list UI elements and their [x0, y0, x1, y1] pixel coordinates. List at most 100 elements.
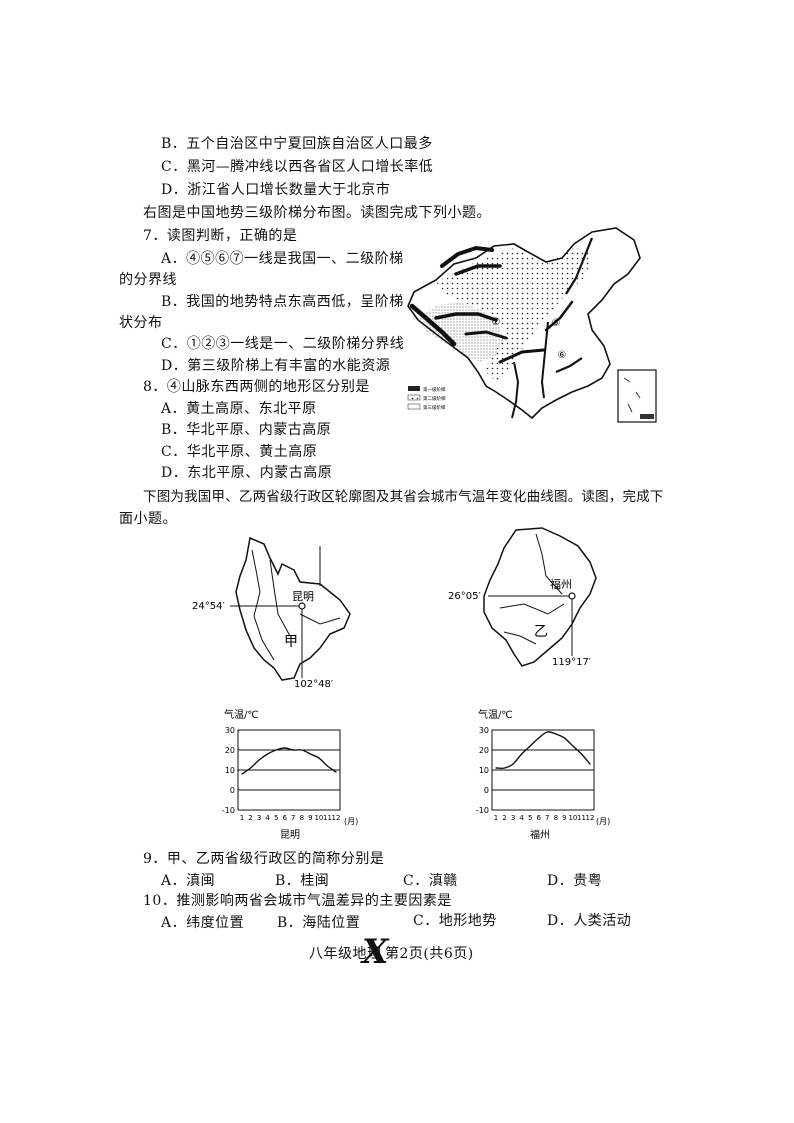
y-tick-label: 10: [225, 766, 235, 775]
y-tick-label: 10: [479, 766, 489, 775]
q7-option-d: D．第三级阶梯上有丰富的水能资源: [161, 358, 391, 374]
temperature-point: [512, 763, 514, 765]
footer-page-number: 第2页(共6页): [385, 946, 474, 962]
province-jia-map: 24°54′ 102°48′ 昆明 甲: [192, 536, 351, 690]
y-tick-label: 20: [479, 746, 489, 755]
q8-option-b: B．华北平原、内蒙古高原: [161, 422, 332, 438]
q10-option-c: C．地形地势: [413, 913, 497, 929]
jia-province-label: 甲: [284, 634, 298, 650]
q10-stem: 10．推测影响两省会城市气温差异的主要因素是: [143, 893, 452, 909]
temperature-point: [318, 757, 320, 759]
q6-option-b: B．五个自治区中宁夏回族自治区人口最多: [161, 136, 433, 152]
x-tick-label: 2: [502, 814, 506, 822]
temperature-point: [521, 753, 523, 755]
q10-option-b: B．海陆位置: [277, 915, 361, 931]
temperature-point: [301, 749, 303, 751]
provinces-intro-line1: 下图为我国甲、乙两省级行政区轮廓图及其省会城市气温年变化曲线图。读图，完成下: [143, 489, 664, 505]
temperature-point: [529, 745, 531, 747]
yi-outline: [483, 527, 597, 667]
jia-lat-label: 24°54′: [192, 601, 225, 612]
x-tick-label: 3: [511, 814, 515, 822]
kunming-ylabel: 气温/℃: [224, 708, 259, 721]
temperature-point: [495, 767, 497, 769]
temperature-point: [589, 763, 591, 765]
x-tick-label: 8: [554, 814, 558, 822]
q8-option-d: D．东北平原、内蒙古高原: [161, 465, 333, 481]
q8-option-c: C．华北平原、黄土高原: [161, 444, 318, 460]
x-tick-label: 1: [494, 814, 498, 822]
legend-step-2: 第二级阶梯: [423, 395, 446, 402]
terrain-marker-2: ②: [492, 317, 501, 328]
x-tick-label: 4: [519, 814, 524, 822]
x-tick-label: 12: [332, 814, 341, 822]
q7-option-b-line2: 状分布: [119, 315, 163, 331]
china-terrain-map: ② ⑤ ⑥ 第一级阶梯 第二级阶梯 第三级阶梯: [407, 227, 657, 423]
kunming-x-unit: (月): [344, 817, 358, 826]
q10-option-a: A．纬度位置: [161, 915, 245, 931]
jia-outline: [235, 536, 351, 681]
yi-lat-label: 26°05′: [448, 591, 481, 602]
temperature-point: [326, 765, 329, 767]
x-tick-label: 11: [577, 814, 586, 822]
terrain-marker-5: ⑤: [552, 318, 561, 329]
temperature-point: [555, 733, 557, 735]
temperature-point: [309, 753, 311, 755]
temperature-point: [538, 737, 540, 739]
x-tick-label: 10: [568, 814, 577, 822]
provinces-intro-line2: 面小题。: [119, 511, 177, 527]
yi-city-label: 福州: [550, 577, 572, 591]
temperature-curve: [241, 747, 337, 775]
y-tick-label: 0: [230, 786, 235, 795]
x-tick-label: 2: [248, 814, 252, 822]
y-tick-label: 0: [484, 786, 489, 795]
fuzhou-dot: [568, 592, 576, 600]
yi-lon-label: 119°17′: [552, 657, 592, 668]
temperature-point: [546, 731, 548, 733]
legend-step-1: 第一级阶梯: [423, 386, 446, 393]
jia-lon-label: 102°48′: [294, 679, 334, 690]
x-tick-label: 6: [536, 814, 541, 822]
x-tick-label: 9: [562, 814, 566, 822]
yi-province-label: 乙: [534, 624, 548, 640]
q9-option-c: C．滇赣: [403, 873, 458, 889]
q7-option-c: C．①②③一线是一、二级阶梯分界线: [161, 336, 405, 352]
q10-option-d: D．人类活动: [547, 913, 632, 929]
temperature-curve: [495, 731, 591, 769]
temperature-point: [241, 773, 243, 775]
terrain-marker-6: ⑥: [558, 350, 567, 361]
x-tick-label: 8: [300, 814, 304, 822]
temperature-point: [580, 753, 583, 755]
y-tick-label: -10: [222, 806, 235, 815]
q7-option-a-line2: 的分界线: [119, 272, 177, 288]
x-tick-label: 11: [323, 814, 332, 822]
x-tick-label: 12: [586, 814, 595, 822]
temperature-point: [563, 737, 565, 739]
q8-option-a: A．黄土高原、东北平原: [161, 401, 317, 417]
temperature-point: [503, 767, 506, 769]
y-tick-label: 20: [225, 746, 235, 755]
y-tick-label: 30: [479, 726, 489, 735]
q7-option-a-line1: A．④⑤⑥⑦一线是我国一、二级阶梯: [161, 251, 404, 267]
x-tick-label: 10: [314, 814, 323, 822]
q7-stem: 7．读图判断，正确的是: [143, 228, 298, 244]
temperature-point: [335, 771, 337, 773]
fuzhou-x-unit: (月): [596, 817, 610, 826]
temperature-point: [249, 767, 252, 769]
second-step-region: [436, 248, 592, 382]
footer-subject: 八年级地理: [309, 946, 382, 962]
q9-option-a: A．滇闽: [161, 873, 216, 889]
q9-stem: 9．甲、乙两省级行政区的简称分别是: [143, 851, 385, 867]
q6-option-c: C．黑河—腾冲线以西各省区人口增长率低: [161, 159, 434, 175]
temperature-point: [258, 759, 260, 761]
q7-option-b-line1: B．我国的地势特点东高西低，呈阶梯: [161, 294, 404, 310]
y-tick-label: 30: [225, 726, 235, 735]
x-tick-label: 5: [274, 814, 278, 822]
fuzhou-city-label: 福州: [530, 828, 550, 841]
x-tick-label: 9: [308, 814, 312, 822]
fuzhou-ylabel: 气温/℃: [478, 708, 513, 721]
x-tick-label: 7: [545, 814, 549, 822]
temperature-point: [284, 747, 286, 749]
jia-city-label: 昆明: [292, 590, 314, 603]
province-yi-map: 26°05′ 119°17′ 福州 乙: [448, 527, 597, 668]
